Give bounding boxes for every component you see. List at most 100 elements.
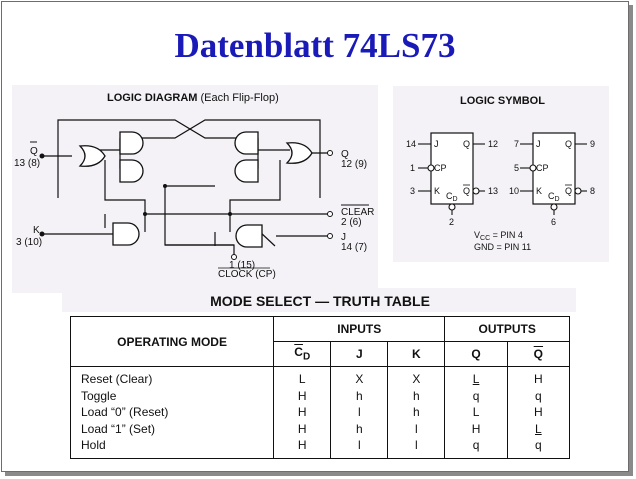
table-body-row: Reset (Clear) Toggle Load “0” (Reset) Lo… (69, 366, 571, 459)
ff1-cd-pin: 2 (449, 217, 454, 227)
j-column: X h l h l (330, 366, 389, 459)
label-q: Q (341, 149, 349, 160)
nand-gate-2 (119, 159, 144, 183)
header-q: Q (444, 341, 508, 367)
ff1-cd-label: CD (446, 191, 458, 203)
header-outputs: OUTPUTS (444, 316, 570, 342)
feedback-wire-right (120, 119, 321, 198)
cd-value: L (298, 372, 306, 386)
pin-dot-j (327, 233, 333, 239)
mode-reset: Reset (Clear) (81, 372, 153, 386)
label-clear-num: 2 (6) (341, 217, 362, 228)
qbar-column: H q H L q (506, 366, 571, 459)
truth-table-title: MODE SELECT — TRUTH TABLE (210, 293, 430, 309)
nand-gate-4 (234, 159, 259, 183)
mode-load-0: Load “0” (Reset) (81, 405, 169, 419)
cd-value: H (297, 388, 307, 403)
header-inputs: INPUTS (273, 316, 446, 342)
ff1-k-label: K (434, 186, 440, 196)
j-value: l (358, 405, 361, 419)
header-row-1: OPERATING MODE INPUTS OUTPUTS (69, 316, 570, 367)
junction-dot-3 (228, 212, 232, 216)
mode-load-1: Load “1” (Set) (81, 421, 156, 436)
nand-gate-3 (234, 131, 259, 155)
pin-dot-qbar (39, 153, 45, 159)
label-j-num: 14 (7) (341, 242, 367, 253)
ff2-cd-pin: 6 (551, 217, 556, 227)
k-value: l (415, 421, 418, 436)
ff2-clock-bubble (529, 164, 537, 172)
nand-gate-j (235, 224, 263, 248)
label-qbar: Q (30, 146, 38, 157)
cd-value: H (297, 405, 307, 419)
ff1-cp-pin: 1 (410, 163, 415, 173)
logic-diagram-title: LOGIC DIAGRAM (Each Flip-Flop) (107, 92, 279, 104)
ff2-k-label: K (536, 186, 542, 196)
mode-hold: Hold (81, 438, 106, 452)
truth-table-panel (62, 288, 576, 312)
logic-diagram-subtitle: (Each Flip-Flop) (200, 92, 279, 104)
ff2-q-pin: 9 (590, 139, 595, 149)
label-k-num: 3 (10) (16, 237, 42, 248)
logic-diagram-heading: LOGIC DIAGRAM (107, 92, 198, 104)
qbar-value: q (535, 438, 542, 452)
q-value: q (472, 438, 480, 452)
ff1-qbar-pin: 13 (488, 186, 498, 196)
header-k: K (387, 341, 446, 367)
ff1-cp-label: CP (434, 163, 447, 173)
header-qbar: Q (506, 341, 571, 367)
ff1-q-pin: 12 (488, 139, 498, 149)
qbar-value: q (535, 388, 542, 403)
label-k: K (33, 225, 40, 236)
ff2-j-label: J (536, 139, 541, 149)
header-row-2: CD J K Q Q (71, 341, 571, 367)
cd-value: H (297, 421, 307, 436)
q-value: H (471, 421, 481, 436)
cd-value: H (297, 438, 307, 452)
junction-dot-1 (143, 212, 147, 216)
ff1-q-label: Q (463, 139, 470, 149)
pin-dot-clear (327, 211, 333, 217)
qbar-value: H (534, 372, 543, 386)
ff2-cp-label: CP (536, 163, 549, 173)
ff1-k-pin: 3 (410, 186, 415, 196)
header-operating-mode: OPERATING MODE (69, 316, 275, 367)
j-value: h (356, 421, 363, 436)
k-value: l (415, 438, 418, 452)
header-cd: CD (273, 341, 332, 367)
q-value: q (472, 388, 480, 403)
nor-gate-left (78, 145, 106, 167)
ff1-j-pin: 14 (406, 139, 416, 149)
q-value: L (472, 405, 480, 419)
k-value: h (413, 388, 420, 403)
mode-toggle: Toggle (81, 388, 117, 403)
label-q-num: 12 (9) (341, 159, 367, 170)
ff1-clock-bubble (427, 164, 435, 172)
truth-table: OPERATING MODE INPUTS OUTPUTS CD J K Q Q… (69, 316, 571, 459)
ff2-j-pin: 7 (514, 139, 519, 149)
mode-column: Reset (Clear) Toggle Load “0” (Reset) Lo… (69, 366, 275, 459)
ff2-cd-label: CD (548, 191, 560, 203)
k-value: X (412, 372, 421, 386)
gnd-label: GND = PIN 11 (474, 242, 531, 252)
flip-flop-1-box (430, 132, 474, 205)
nand-gate-1 (119, 131, 144, 155)
pin-dot-k (39, 231, 45, 237)
label-clock-num: 1 (15) (229, 260, 255, 271)
label-clock: CLOCK (CP) (218, 269, 276, 280)
nand-gate-k (112, 222, 140, 246)
ff2-qbar-label: Q (565, 186, 572, 196)
label-j: J (341, 232, 346, 243)
label-clear: CLEAR (341, 207, 374, 218)
pin-dot-clock (231, 254, 237, 260)
k-column: X h h l l (387, 366, 446, 459)
feedback-wire-left (57, 119, 258, 198)
ff2-cd-bubble (550, 203, 558, 211)
ff2-q-label: Q (565, 139, 572, 149)
header-j: J (330, 341, 389, 367)
nor-gate-right (285, 142, 313, 164)
ff2-cp-pin: 5 (514, 163, 519, 173)
j-value: h (356, 388, 363, 403)
